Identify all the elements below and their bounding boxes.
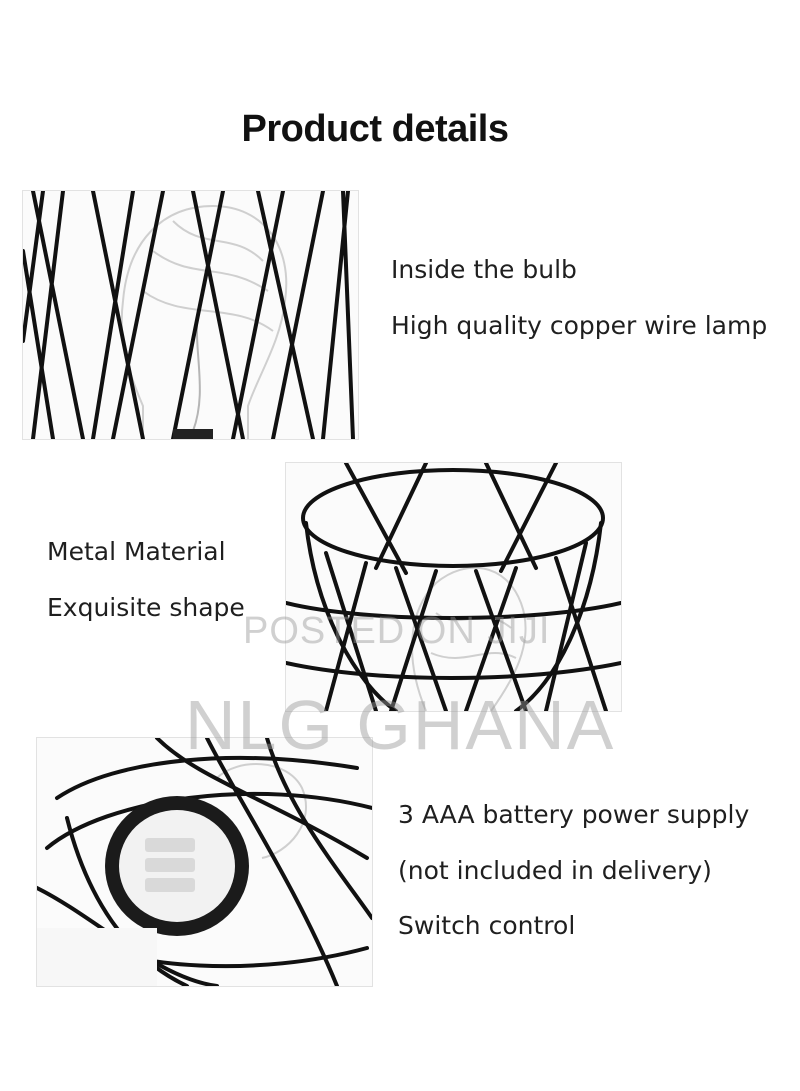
caption-switch-control: Switch control <box>398 911 576 940</box>
caption-inside-bulb: Inside the bulb <box>391 255 577 284</box>
bulb-inside-photo <box>22 190 359 440</box>
caption-metal-material: Metal Material <box>47 537 226 566</box>
battery-base-photo <box>36 737 373 987</box>
caption-copper-wire: High quality copper wire lamp <box>391 311 768 340</box>
caption-exquisite-shape: Exquisite shape <box>47 593 245 622</box>
caption-not-included: (not included in delivery) <box>398 856 712 885</box>
caption-battery-supply: 3 AAA battery power supply <box>398 800 750 829</box>
page-title: Product details <box>241 108 510 150</box>
metal-cage-photo <box>285 462 622 712</box>
